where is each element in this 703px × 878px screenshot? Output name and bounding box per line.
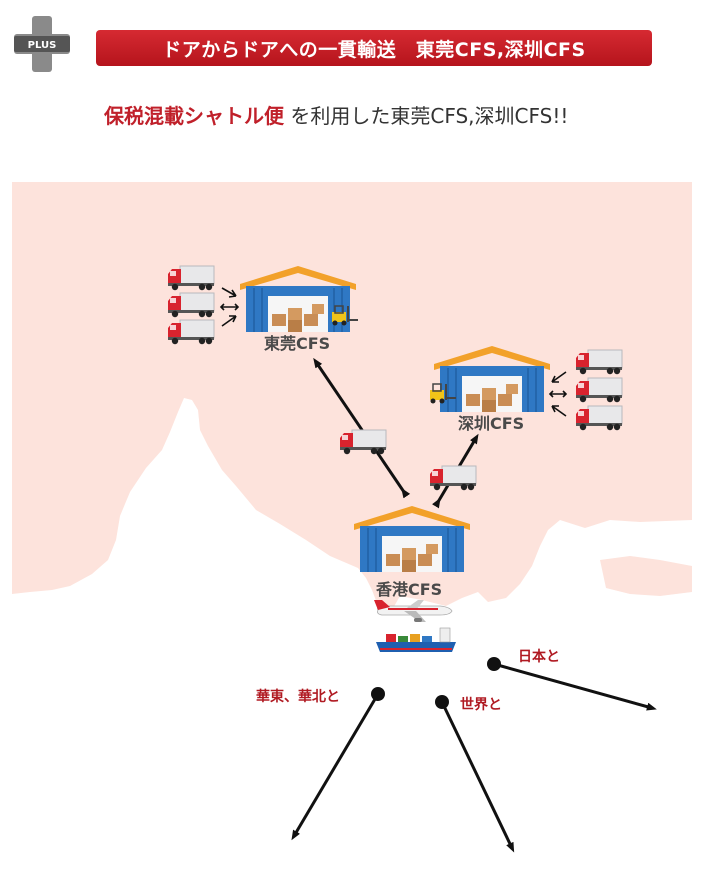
east-north-china-route <box>291 693 380 841</box>
truck-icon <box>575 405 623 431</box>
subtitle-rest: を利用した東莞CFS,深圳CFS!! <box>284 104 569 128</box>
banner-text: ドアからドアへの一貫輸送 東莞CFS,深圳CFS <box>162 38 586 61</box>
hongkong-warehouse-icon <box>353 505 471 573</box>
subtitle-highlight: 保税混載シャトル便 <box>104 104 284 128</box>
ship-icon <box>376 627 456 652</box>
dongguan-warehouse-icon <box>239 265 357 333</box>
east-north-china-label: 華東、華北と <box>256 689 340 705</box>
japan-route <box>493 662 657 711</box>
title-banner: ドアからドアへの一貫輸送 東莞CFS,深圳CFS <box>96 30 652 66</box>
dongguan-hongkong-route <box>313 357 411 499</box>
truck-icon <box>575 377 623 403</box>
world-label: 世界と <box>460 697 502 713</box>
truck-icon <box>575 349 623 375</box>
shenzhen-truck-arrows <box>548 371 568 417</box>
truck-icon <box>167 292 215 318</box>
world-dot <box>435 695 449 709</box>
hongkong-cfs-label: 香港CFS <box>376 580 443 599</box>
plus-icon: PLUS <box>14 16 70 72</box>
east-north-china-dot <box>371 687 385 701</box>
airplane-icon <box>374 600 453 622</box>
subtitle: 保税混載シャトル便 を利用した東莞CFS,深圳CFS!! <box>104 100 568 129</box>
dongguan-truck-arrows <box>219 287 240 327</box>
truck-icon <box>167 319 215 345</box>
world-route <box>440 701 515 853</box>
dongguan-cfs-label: 東莞CFS <box>264 334 331 353</box>
truck-icon <box>167 265 215 291</box>
shuttle-truck-icon <box>339 429 387 455</box>
shenzhen-cfs-label: 深圳CFS <box>458 414 525 433</box>
shuttle-truck-icon <box>429 465 477 491</box>
japan-dot <box>487 657 501 671</box>
japan-label: 日本と <box>518 649 560 665</box>
shenzhen-warehouse-icon <box>433 345 551 413</box>
island <box>600 556 692 596</box>
plus-label: PLUS <box>28 40 57 51</box>
